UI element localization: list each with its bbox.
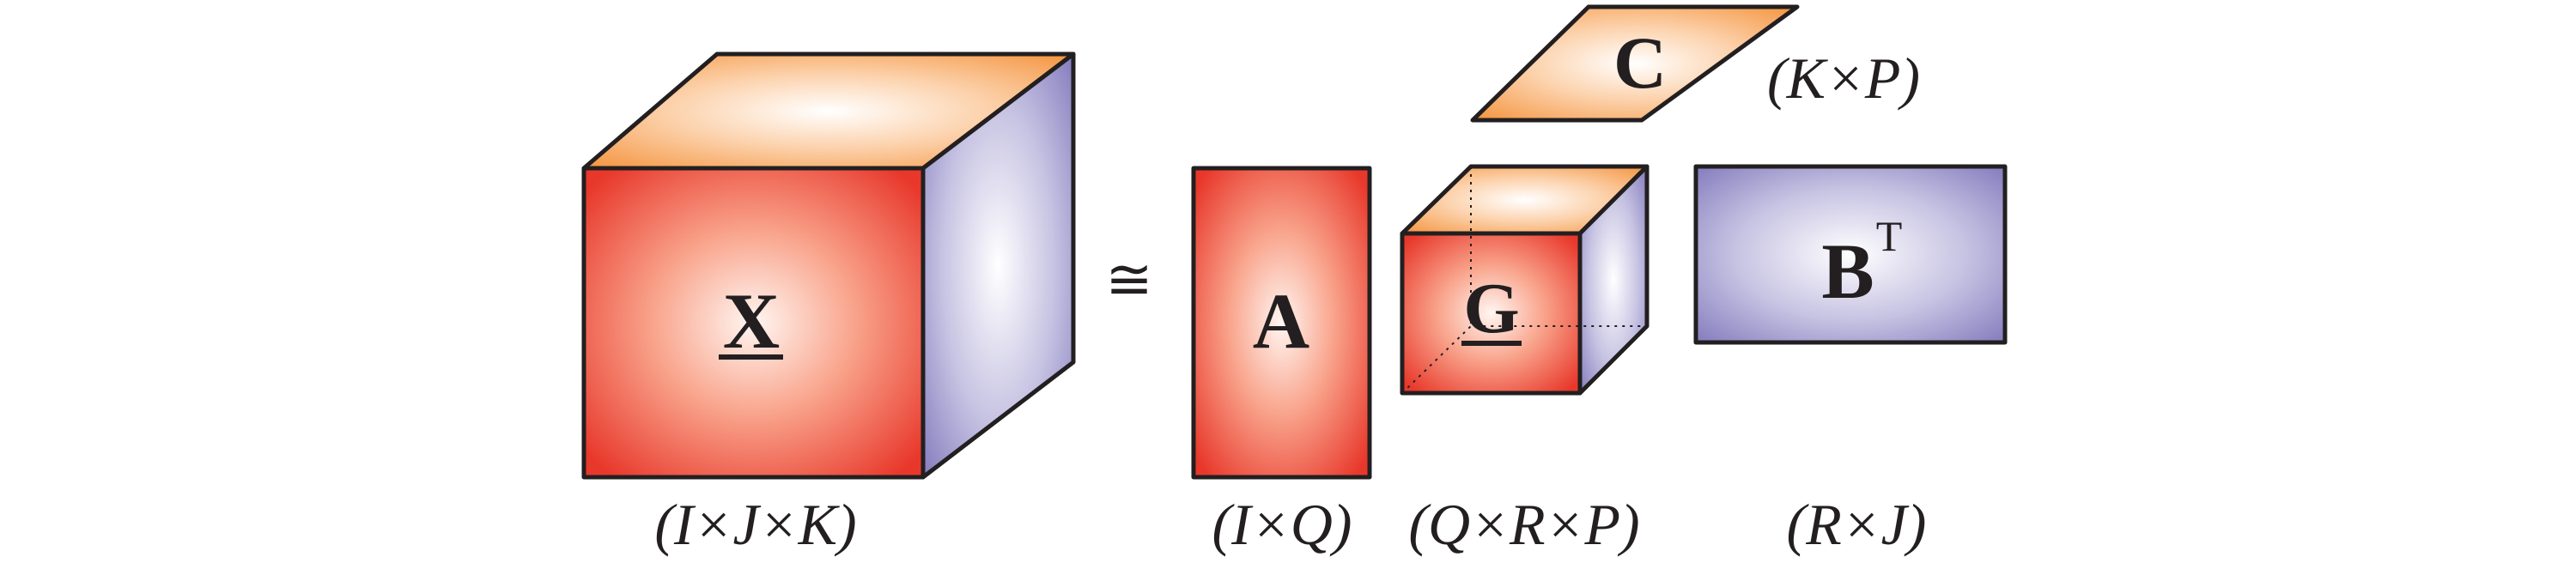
dimension-label-a: (I×Q) — [1212, 492, 1352, 557]
factor-matrix-a-symbol: A — [1253, 277, 1309, 365]
factor-matrix-c: C — [1470, 4, 1800, 123]
factor-matrix-b-rect — [1693, 164, 2008, 345]
tensor-x-symbol: X — [723, 277, 780, 365]
dimension-label-c: (K×P) — [1767, 45, 1920, 111]
factor-matrix-a-rect — [1191, 166, 1372, 480]
dimension-label-b-transposed: (R×J) — [1787, 492, 1927, 557]
factor-matrix-c-shape — [1470, 4, 1800, 123]
dimension-label-x: (I×J×K) — [654, 492, 856, 557]
core-tensor-g-front-face — [1400, 231, 1583, 396]
core-tensor-g-hidden-edges — [1401, 325, 1647, 394]
factor-matrix-c-symbol: C — [1613, 21, 1667, 104]
tensor-x-front-face — [581, 166, 926, 480]
factor-matrix-b-symbol: B — [1821, 227, 1874, 315]
core-tensor-g-symbol: G — [1463, 269, 1519, 348]
factor-matrix-b-transposed: B T — [1693, 164, 2008, 345]
factor-matrix-b-transpose-mark: T — [1876, 212, 1903, 260]
tensor-x-cube: X — [581, 51, 1076, 480]
approx-equal-sign: ≅ — [1105, 246, 1152, 312]
dimension-label-g: (Q×R×P) — [1408, 492, 1639, 557]
core-tensor-g-cube: G — [1400, 164, 1649, 396]
factor-matrix-a: A — [1191, 166, 1372, 480]
